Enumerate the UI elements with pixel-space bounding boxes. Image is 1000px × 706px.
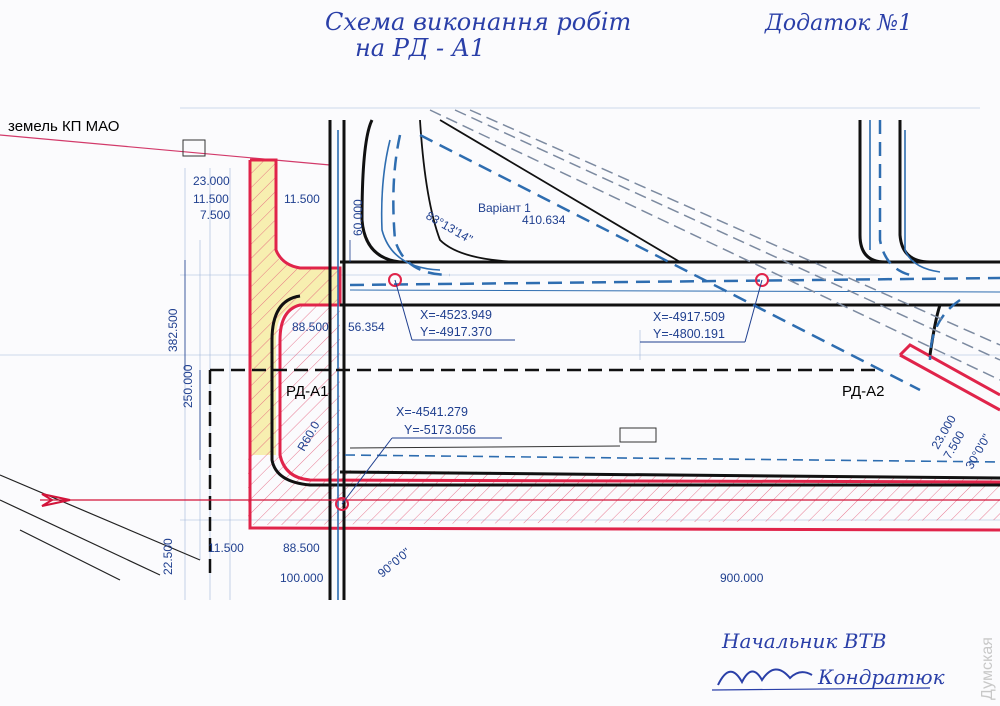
control-point-1: X=-4523.949 Y=-4917.370 xyxy=(388,273,515,341)
title-line-2: на РД - А1 xyxy=(355,34,485,62)
work-zone-hatched xyxy=(248,305,1000,525)
title-line-1: Схема виконання робіт xyxy=(325,8,631,36)
control-point-2: X=-4917.509 Y=-4800.191 xyxy=(640,273,769,343)
dim-11-5-bottom: 11.500 xyxy=(208,541,244,555)
taxiway-edges xyxy=(270,119,1000,600)
work-zone-outline-upper xyxy=(250,158,1000,484)
point-marker-icon xyxy=(755,273,769,287)
dim-11-5-b: 11.500 xyxy=(284,192,320,206)
road-edge-lines xyxy=(0,474,201,581)
point-marker-icon xyxy=(388,273,402,287)
dim-60: 60.000 xyxy=(351,199,365,236)
dim-250: 250.000 xyxy=(181,364,195,408)
dim-23: 23.000 xyxy=(193,174,230,188)
signature-title: Начальник ВТВ xyxy=(721,629,886,653)
watermark: Думская xyxy=(979,637,996,700)
runway-boundary xyxy=(208,368,880,580)
dim-56: 56.354 xyxy=(348,320,385,334)
dim-100: 100.000 xyxy=(280,571,324,585)
point-2-x: X=-4917.509 xyxy=(653,310,725,324)
taxiway-centerlines xyxy=(349,120,1000,392)
point-3-y: Y=-5173.056 xyxy=(404,423,476,437)
dim-88-top: 88.500 xyxy=(292,320,329,334)
control-point-3: X=-4541.279 Y=-5173.056 xyxy=(335,405,502,511)
dim-382: 382.500 xyxy=(166,308,180,352)
point-1-y: Y=-4917.370 xyxy=(420,325,492,339)
work-zone-outline-lower xyxy=(248,160,1000,532)
appendix-label: Додаток №1 xyxy=(764,11,912,36)
dim-11-5: 11.500 xyxy=(193,192,229,206)
dim-7-5: 7.500 xyxy=(200,208,230,222)
signature-name: Кондратюк xyxy=(817,665,945,689)
dim-410: 410.634 xyxy=(522,213,566,227)
point-2-y: Y=-4800.191 xyxy=(653,327,725,341)
variant-label: Варіант 1 xyxy=(478,201,531,215)
point-marker-icon xyxy=(335,497,349,511)
dim-angle-30: 30°0'0" xyxy=(962,432,993,472)
axis-arrow-icon xyxy=(41,493,71,507)
dim-900: 900.000 xyxy=(720,571,764,585)
land-marker-icon xyxy=(182,139,206,157)
signature-scribble xyxy=(717,668,813,686)
point-3-x: X=-4541.279 xyxy=(396,405,468,419)
dim-angle-83: 83°13'14" xyxy=(424,208,476,246)
taxiway-a1-label: РД-А1 xyxy=(286,383,329,400)
land-label: земель КП МАО xyxy=(8,118,119,135)
taxiway-a2-label: РД-А2 xyxy=(842,383,885,400)
point-1-x: X=-4523.949 xyxy=(420,308,492,322)
dim-angle-90: 90°0'0" xyxy=(375,545,413,580)
dim-22-5: 22.500 xyxy=(161,538,175,575)
dim-88-bottom: 88.500 xyxy=(283,541,320,555)
blue-curbs xyxy=(337,120,1000,600)
building-icon xyxy=(619,427,657,443)
construction-lines xyxy=(0,107,1000,600)
diagonal-road xyxy=(429,109,1000,381)
